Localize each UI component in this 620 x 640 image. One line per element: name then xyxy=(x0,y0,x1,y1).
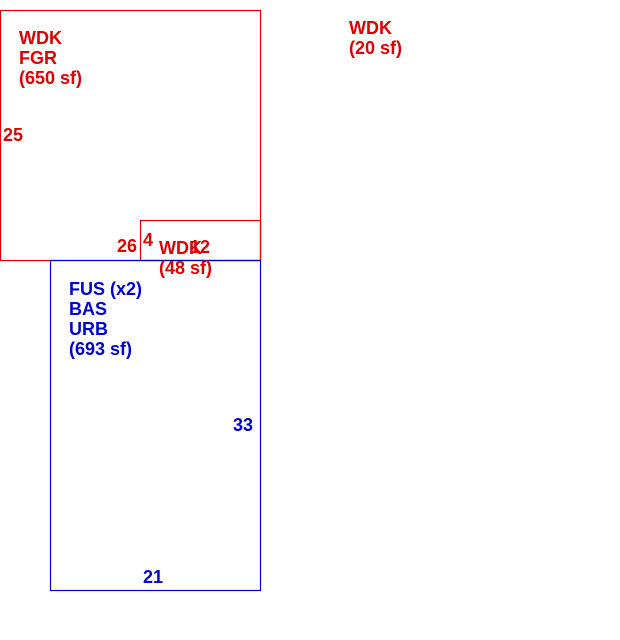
dim-main-side: 33 xyxy=(233,415,254,435)
deck-mid-code: WDK xyxy=(159,238,202,258)
dim-main-bottom: 21 xyxy=(143,567,164,587)
fgr-code-wdk: WDK xyxy=(19,28,62,48)
fgr-code-fgr: FGR xyxy=(19,48,57,68)
dim-deck-side: 4 xyxy=(143,230,154,250)
main-area-label: FUS (x2) BAS URB (693 sf) xyxy=(69,279,142,359)
deck-small-sf: (20 sf) xyxy=(349,38,403,58)
deck-mid-area-label: WDK (48 sf) xyxy=(159,238,212,278)
deck-small-code: WDK xyxy=(349,18,392,38)
dim-fgr-bottom: 26 xyxy=(117,236,138,256)
main-outline xyxy=(49,259,262,592)
dim-fgr-side: 25 xyxy=(3,125,24,145)
dim-deck-top: 12 xyxy=(190,237,211,257)
main-area-sf: (693 sf) xyxy=(69,339,133,359)
deck-small-area-label: WDK (20 sf) xyxy=(349,18,402,58)
main-code-urb: URB xyxy=(69,319,108,339)
deck-mid-sf: (48 sf) xyxy=(159,258,213,278)
fgr-area-label: WDK FGR (650 sf) xyxy=(19,28,82,88)
main-code-fus: FUS (x2) xyxy=(69,279,143,299)
fgr-area-sf: (650 sf) xyxy=(19,68,83,88)
main-code-bas: BAS xyxy=(69,299,108,319)
